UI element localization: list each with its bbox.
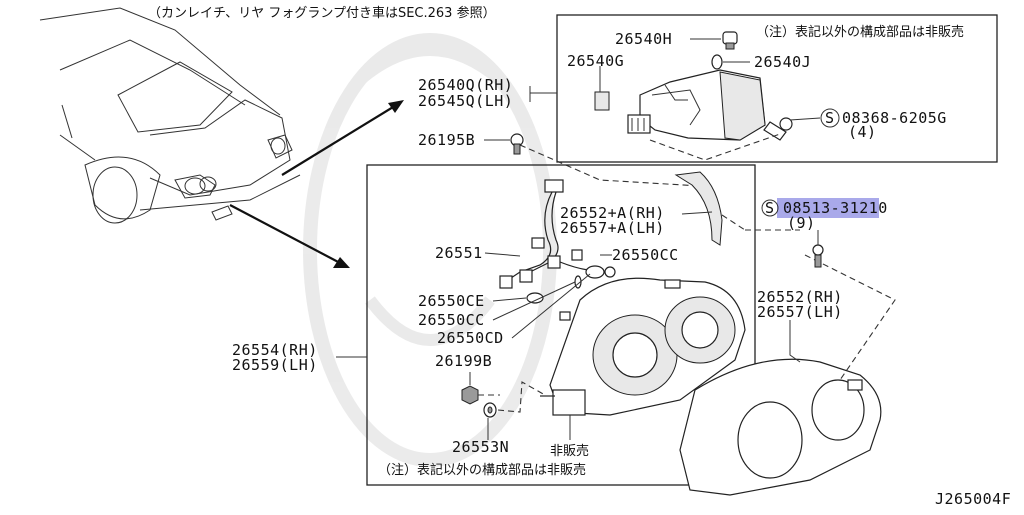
label-26550cd: 26550CD xyxy=(437,329,504,347)
bulb-26540j xyxy=(711,54,723,70)
selection-highlight xyxy=(777,198,879,218)
label-26551: 26551 xyxy=(435,244,483,262)
label-26550cc-b: 26550CC xyxy=(418,311,485,329)
label-26199b: 26199B xyxy=(435,352,492,370)
screw-symbol-08513: S xyxy=(765,199,775,217)
washer-26553n xyxy=(483,402,497,418)
tail-lamp-housing xyxy=(549,277,746,416)
label-26540g: 26540G xyxy=(567,52,624,70)
nut-26199b xyxy=(461,385,479,405)
socket-26540g xyxy=(594,91,610,111)
label-not-sold: 非販売 xyxy=(550,443,589,459)
fog-lamp-frame xyxy=(556,14,998,163)
outer-lens xyxy=(679,358,882,496)
label-26540q: 26540Q(RH) xyxy=(418,76,513,94)
label-26540j: 26540J xyxy=(754,53,811,71)
label-26195b: 26195B xyxy=(418,131,475,149)
callout-arrows xyxy=(229,100,404,268)
label-08368: 08368-6205G xyxy=(842,109,947,127)
screw-08513-callout[interactable]: S 08513-31210 (9) xyxy=(761,198,888,232)
fog-lamp-body xyxy=(627,69,766,141)
top-note: （カンレイチ、リヤ フォグランプ付き車はSEC.263 参照） xyxy=(148,5,496,21)
screw-26195b xyxy=(510,133,524,155)
label-26554: 26554(RH) xyxy=(232,341,318,359)
label-26557a: 26557+A(LH) xyxy=(560,219,665,237)
screw-08368 xyxy=(763,117,793,141)
tail-lamp-frame xyxy=(366,164,756,486)
qty-08368: (4) xyxy=(848,123,877,141)
label-26552: 26552(RH) xyxy=(757,288,843,306)
screw-08513 xyxy=(812,244,824,268)
screw-symbol-08368: S xyxy=(825,109,835,127)
label-26550cc-a: 26550CC xyxy=(612,246,679,264)
label-26550ce: 26550CE xyxy=(418,292,485,310)
label-26552a: 26552+A(RH) xyxy=(560,204,665,222)
qty-08513: (9) xyxy=(787,214,816,232)
label-26553n: 26553N xyxy=(452,438,509,456)
label-26545q: 26545Q(LH) xyxy=(418,92,513,110)
label-26559: 26559(LH) xyxy=(232,356,318,374)
label-08513: 08513-31210 xyxy=(783,199,888,217)
car-illustration xyxy=(39,7,301,224)
wire-harness xyxy=(499,179,616,304)
bulb-26540h xyxy=(722,31,738,50)
watermark xyxy=(303,33,557,467)
tail-lamp-note: （注）表記以外の構成部品は非販売 xyxy=(378,462,586,478)
label-26540h: 26540H xyxy=(615,30,672,48)
lens-strip xyxy=(674,171,723,246)
fog-lamp-note: （注）表記以外の構成部品は非販売 xyxy=(756,24,964,40)
label-26557: 26557(LH) xyxy=(757,303,843,321)
diagram-id: J265004F xyxy=(935,490,1011,508)
